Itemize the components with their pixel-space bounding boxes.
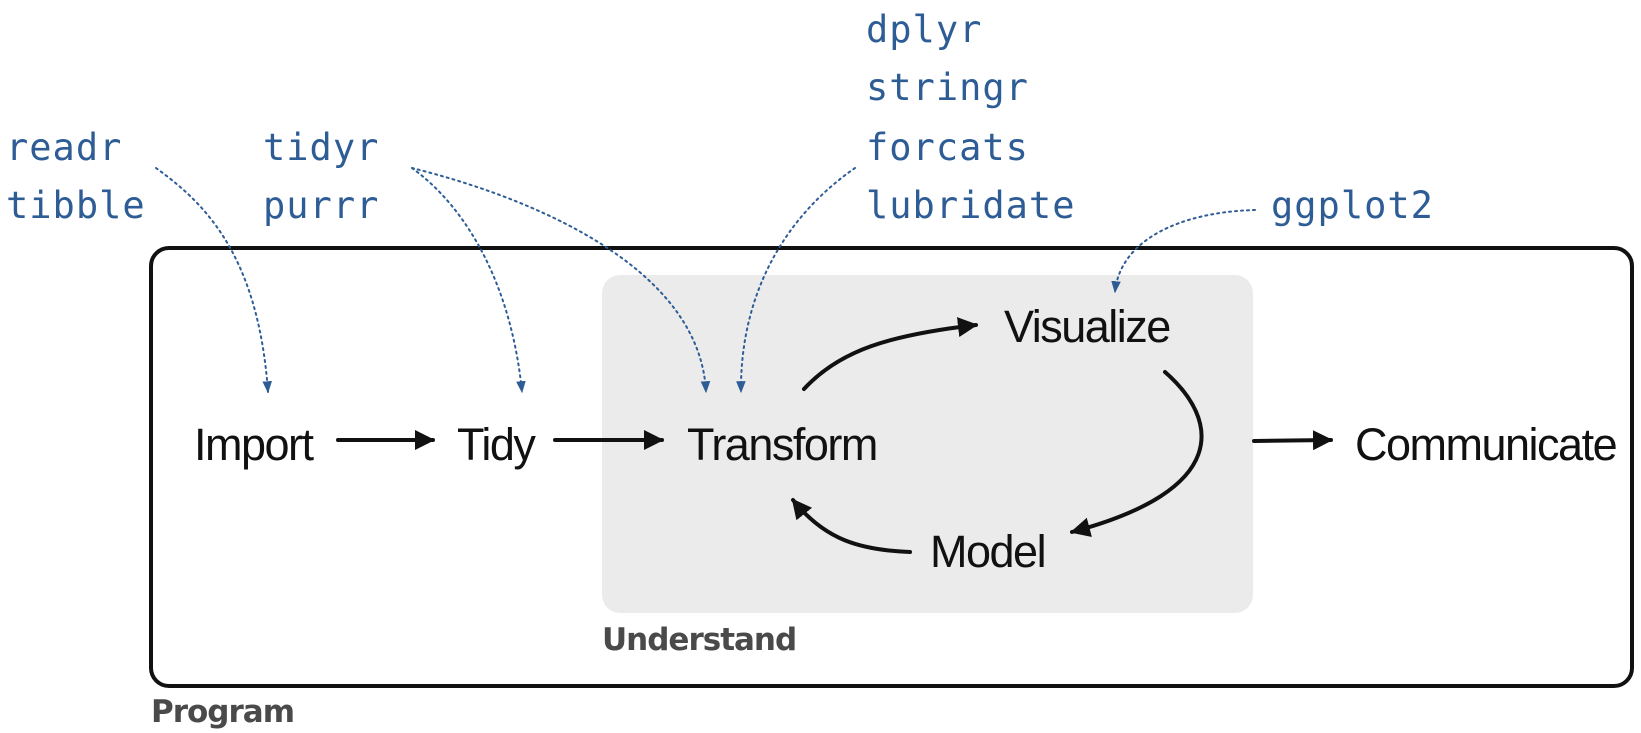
readr-to-import-arrow: [155, 167, 273, 394]
stage-transform: Transform: [687, 419, 877, 470]
package-forcats: forcats: [866, 126, 1029, 169]
visualize-to-model-arrow: [1070, 370, 1204, 538]
transform-to-visualize-arrow: [802, 317, 978, 391]
package-purrr: purrr: [263, 184, 379, 227]
package-tidyr: tidyr: [263, 126, 379, 169]
package-readr: readr: [6, 126, 122, 169]
model-to-transform-arrow: [791, 498, 912, 554]
tidyr-to-tidy-arrow: [411, 167, 526, 394]
stage-visualize: Visualize: [1004, 301, 1170, 352]
program-box: [149, 246, 1634, 688]
forcats-to-transform-arrow: [736, 167, 856, 394]
understand-to-communicate-arrow: [1252, 430, 1333, 451]
package-ggplot2: ggplot2: [1271, 184, 1434, 227]
program-label: Program: [151, 694, 294, 730]
tidyr-to-transform-arrow: [411, 167, 711, 394]
stage-tidy: Tidy: [457, 419, 536, 470]
stage-communicate: Communicate: [1355, 419, 1617, 470]
package-tibble: tibble: [6, 184, 146, 227]
understand-label: Understand: [602, 622, 796, 658]
package-dplyr: dplyr: [866, 8, 982, 51]
package-lubridate: lubridate: [866, 184, 1075, 227]
ggplot2-to-visualize-arrow: [1111, 209, 1256, 294]
package-stringr: stringr: [866, 66, 1029, 109]
stage-import: Import: [194, 419, 315, 470]
stage-model: Model: [930, 526, 1045, 577]
